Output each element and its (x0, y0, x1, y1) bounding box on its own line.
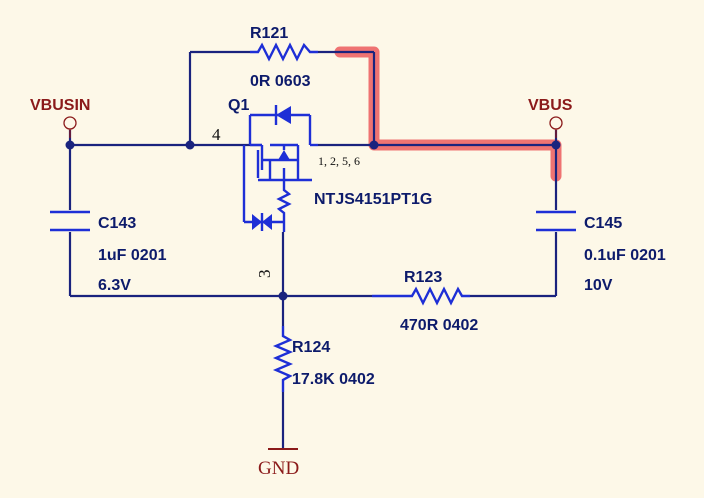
junction-dots (65, 140, 561, 301)
wires (68, 50, 558, 448)
c143-value: 1uF 0201 (98, 247, 167, 264)
resistor-r123[interactable]: R123 470R 0402 (372, 269, 478, 334)
r123-ref: R123 (404, 269, 442, 286)
capacitor-c143[interactable]: C143 1uF 0201 6.3V (50, 210, 167, 294)
capacitor-c145[interactable]: C145 0.1uF 0201 10V (536, 210, 666, 294)
junction-dot (369, 140, 379, 150)
c145-value: 0.1uF 0201 (584, 247, 666, 264)
q1-ref: Q1 (228, 97, 249, 114)
gnd-label: GND (258, 458, 299, 479)
vbusin-port[interactable]: VBUSIN (30, 97, 90, 138)
q1-part-number: NTJS4151PT1G (314, 191, 432, 208)
c145-voltage: 10V (584, 277, 613, 294)
resistor-r121[interactable]: R121 0R 0603 (250, 25, 318, 90)
c143-ref: C143 (98, 215, 136, 232)
r124-value: 17.8K 0402 (292, 371, 375, 388)
vbusin-label: VBUSIN (30, 97, 90, 114)
q1-gate-pin: 4 (212, 125, 221, 144)
resistor-r124[interactable]: R124 17.8K 0402 (272, 326, 375, 392)
c145-ref: C145 (584, 215, 622, 232)
r121-ref: R121 (250, 25, 288, 42)
r121-value: 0R 0603 (250, 73, 311, 90)
q1-source-pin: 3 (255, 270, 274, 279)
junction-dot (278, 291, 288, 301)
junction-dot (65, 140, 75, 150)
vbus-port[interactable]: VBUS (528, 97, 573, 138)
c143-voltage: 6.3V (98, 277, 131, 294)
ground-symbol[interactable]: GND (258, 448, 299, 479)
highlighted-net-trace[interactable] (334, 46, 562, 182)
r124-ref: R124 (292, 339, 330, 356)
q1-drain-pins: 1, 2, 5, 6 (318, 154, 360, 168)
mosfet-q1[interactable]: Q1 4 1, 2, 5, 6 3 NTJS4151PT1G (212, 97, 432, 278)
r123-value: 470R 0402 (400, 317, 478, 334)
junction-dot (185, 140, 195, 150)
junction-dot (551, 140, 561, 150)
vbus-label: VBUS (528, 97, 573, 114)
